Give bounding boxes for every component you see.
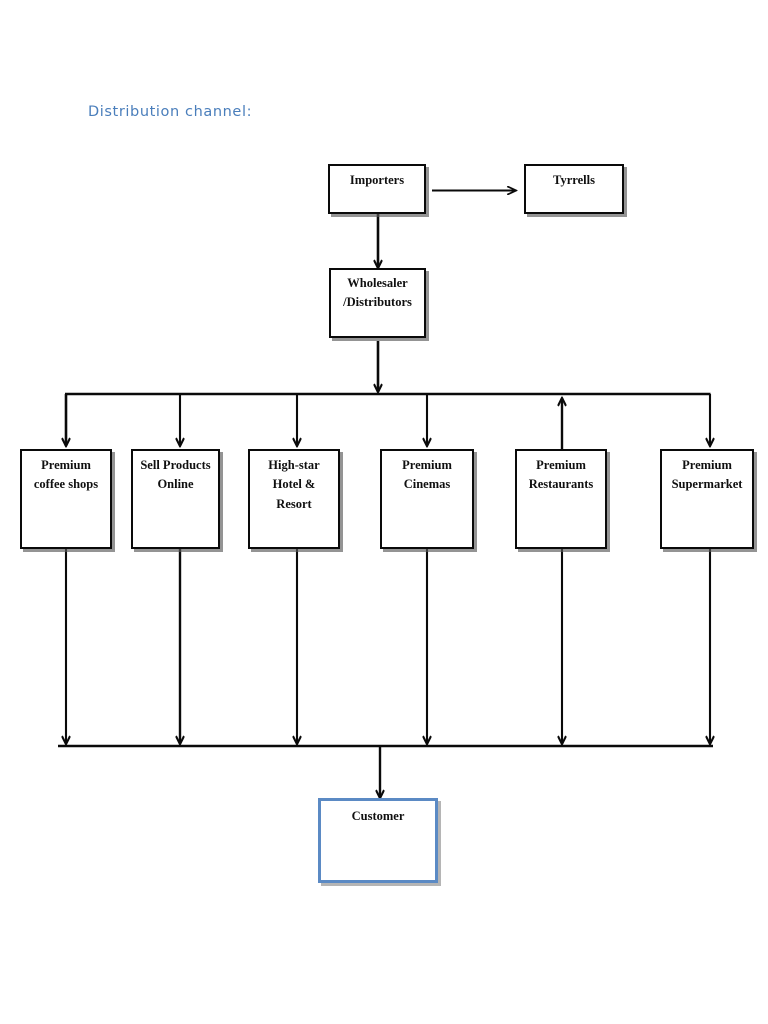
node-channel-high-star-hotel-resort[interactable]: High-star Hotel & Resort [248, 449, 340, 549]
node-channel-premium-cinemas[interactable]: Premium Cinemas [380, 449, 474, 549]
page-title: Distribution channel: [88, 104, 253, 120]
node-wholesaler-label: Wholesaler /Distributors [343, 276, 412, 310]
node-channel-4-label: Premium Cinemas [402, 458, 452, 492]
node-channel-5-label: Premium Restaurants [528, 458, 594, 492]
node-customer[interactable]: Customer [318, 798, 438, 883]
node-channel-sell-products-online[interactable]: Sell Products Online [131, 449, 220, 549]
node-channel-2-label: Sell Products Online [140, 458, 211, 492]
node-channel-1-label: Premium coffee shops [33, 458, 99, 492]
node-channel-6-label: Premium Supermarket [671, 458, 743, 492]
node-importers[interactable]: Importers [328, 164, 426, 214]
node-tyrrells[interactable]: Tyrrells [524, 164, 624, 214]
node-channel-premium-supermarket[interactable]: Premium Supermarket [660, 449, 754, 549]
node-wholesaler[interactable]: Wholesaler /Distributors [329, 268, 426, 338]
node-channel-premium-restaurants[interactable]: Premium Restaurants [515, 449, 607, 549]
node-customer-label: Customer [351, 809, 405, 823]
node-channel-premium-coffee-shops[interactable]: Premium coffee shops [20, 449, 112, 549]
node-channel-3-label: High-star Hotel & Resort [268, 458, 320, 511]
node-tyrrells-label: Tyrrells [553, 173, 595, 187]
node-importers-label: Importers [349, 173, 405, 187]
